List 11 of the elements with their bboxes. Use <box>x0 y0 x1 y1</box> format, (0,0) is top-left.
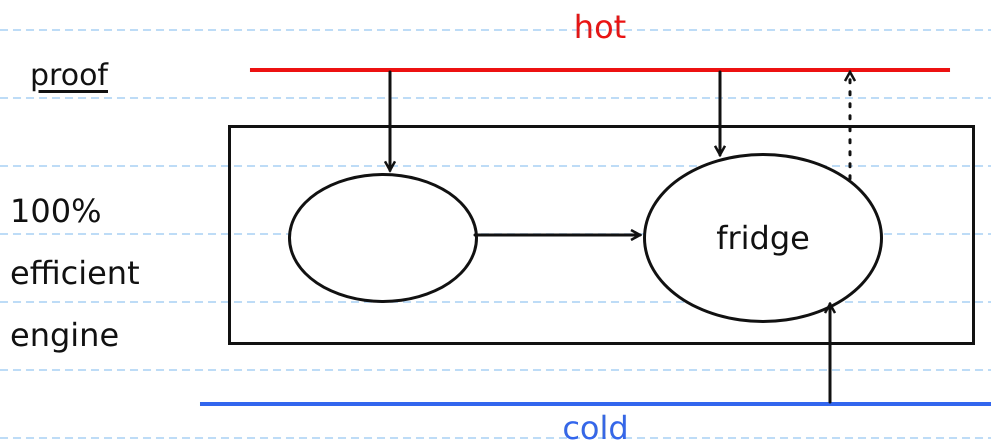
node-label: cold <box>562 409 629 447</box>
arrow <box>714 70 726 156</box>
arrow <box>844 70 856 180</box>
arrow <box>384 70 396 172</box>
engine-caption: 100% efficient engine <box>10 191 141 356</box>
system-box <box>228 125 975 345</box>
node-label: fridge <box>716 219 810 257</box>
title: proof <box>30 58 108 93</box>
arrow <box>474 228 642 242</box>
node-label: hot <box>574 8 626 46</box>
arrow <box>824 302 836 404</box>
